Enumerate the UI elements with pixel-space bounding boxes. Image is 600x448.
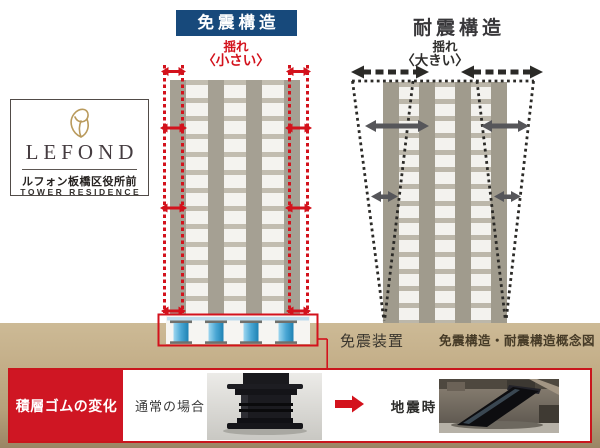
isolated-shake-degree: 〈小さい〉: [202, 53, 270, 68]
resistant-shake-degree: 〈大きい〉: [401, 53, 469, 68]
isolated-shake-label: 揺れ: [223, 40, 249, 54]
brand-subtitle-en: TOWER RESIDENCE: [20, 186, 142, 197]
brand-name: LEFOND: [25, 140, 139, 164]
brand-divider: [22, 169, 137, 170]
rubber-bearing-panel: 積層ゴムの変化 通常の場合 地震時: [8, 368, 592, 443]
brand-plate: LEFOND ルフォン板橋区役所前 TOWER RESIDENCE: [10, 99, 149, 197]
resistant-shake-label: 揺れ: [432, 40, 458, 54]
normal-case-label: 通常の場合: [134, 399, 205, 414]
resistant-building-illustration: [383, 82, 507, 323]
isolated-structure-title: 免震構造: [176, 10, 297, 36]
panel-title: 積層ゴムの変化: [15, 397, 118, 414]
rubber-bearing-normal-photo: [207, 373, 322, 440]
isolated-building-illustration: [170, 80, 300, 315]
resistant-structure-title: 耐震構造: [412, 18, 505, 39]
diagram-caption: 免震構造・耐震構造概念図: [438, 334, 595, 348]
brand-subtitle-jp: ルフォン板橋区役所前: [22, 176, 137, 188]
isolation-device-label: 免震装置: [340, 333, 405, 350]
quake-case-label: 地震時: [390, 400, 438, 415]
rubber-bearing-quake-photo: [439, 379, 559, 433]
panel-title-block: 積層ゴムの変化: [10, 370, 123, 441]
brand-flourish-icon: [69, 108, 89, 138]
